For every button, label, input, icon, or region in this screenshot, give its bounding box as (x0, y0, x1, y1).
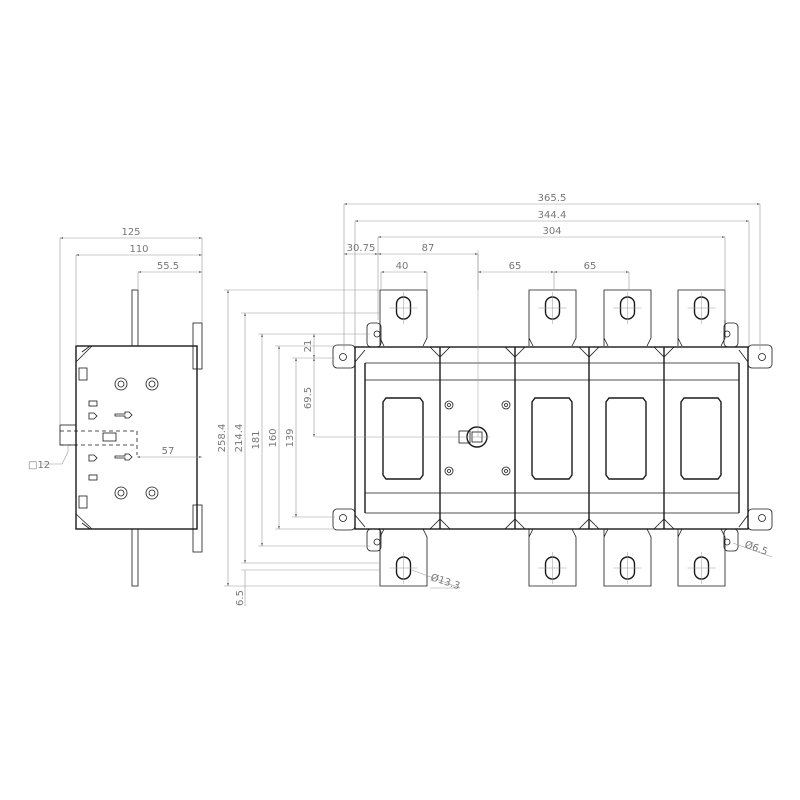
terminal-bottom-2 (528, 528, 577, 587)
switch-body (354, 346, 749, 530)
terminals (379, 289, 726, 587)
terminal-tab-bottom (131, 528, 139, 587)
terminal-top-3 (603, 289, 652, 347)
side-body (75, 345, 198, 530)
dim-side-110: 110 (129, 244, 148, 255)
dim-344-4: 344.4 (538, 210, 567, 221)
dim-258-4: 258.4 (217, 424, 228, 453)
dim-365-5: 365.5 (538, 193, 567, 204)
dim-40: 40 (396, 261, 409, 272)
dim-side-125: 125 (121, 227, 140, 238)
shaft (59, 424, 77, 446)
dim-69-5: 69.5 (303, 387, 314, 409)
callout-13-3: Ø13.3 (429, 571, 461, 592)
pole-windows (382, 397, 722, 480)
front-view: 365.5 344.4 304 30.75 87 40 65 65 258.4 … (217, 193, 773, 606)
terminal-bottom-1 (379, 528, 428, 587)
dim-30-75: 30.75 (347, 243, 376, 254)
dim-87: 87 (422, 243, 435, 254)
terminal-top-2 (528, 289, 577, 347)
side-view: 125 110 55.5 57 □12 (28, 227, 203, 587)
terminal-bottom-3 (603, 528, 652, 587)
dim-side-57: 57 (162, 446, 175, 457)
terminal-bottom-4 (677, 528, 726, 587)
dim-160: 160 (268, 428, 279, 447)
dim-65-a: 65 (509, 261, 522, 272)
callout-6-5: Ø6.5 (743, 539, 769, 558)
dim-6-5: 6.5 (235, 590, 246, 606)
dim-side-55-5: 55.5 (157, 261, 179, 272)
dim-65-b: 65 (584, 261, 597, 272)
operating-mechanism (444, 400, 511, 476)
dim-181: 181 (251, 430, 262, 449)
terminal-tab-top (131, 289, 139, 347)
dim-139: 139 (285, 428, 296, 447)
shaft-callout: □12 (28, 460, 50, 471)
dim-21: 21 (303, 340, 314, 353)
dim-304: 304 (542, 226, 561, 237)
dim-214-4: 214.4 (234, 424, 245, 453)
